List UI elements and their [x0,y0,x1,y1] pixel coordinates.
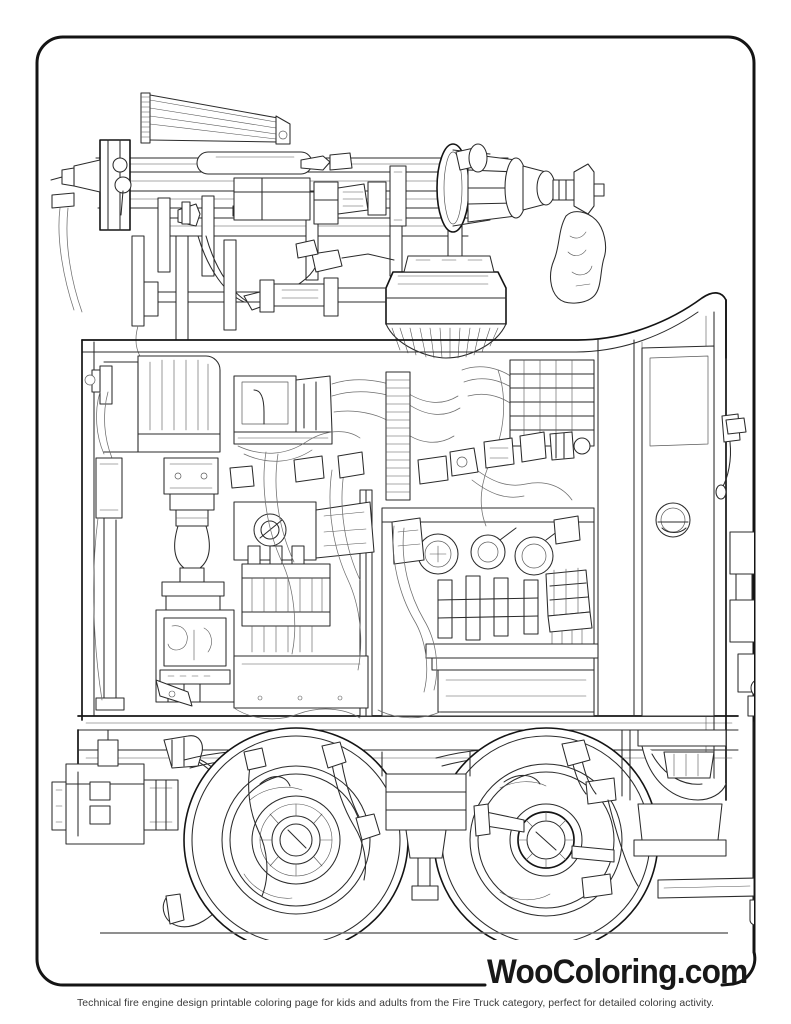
engine-compartment-detail [84,355,599,720]
running-board [657,877,754,899]
lower-step [729,599,754,643]
fire-truck-line-art [50,92,754,940]
brand-logo-text: WooColoring.com [487,953,748,991]
cab-window [649,355,709,447]
rear-wheel [183,727,409,940]
cab-door-group [641,345,754,717]
fire-truck-illustration [38,40,754,940]
chassis-and-wheels [51,680,754,940]
roof-ladder-assembly [50,92,607,361]
upper-step [729,531,754,575]
page-caption: Technical fire engine design printable c… [76,997,715,1009]
fuel-tank [233,655,369,709]
brand-logo[interactable]: WooColoring.com [487,952,748,992]
front-wheel [433,727,659,940]
